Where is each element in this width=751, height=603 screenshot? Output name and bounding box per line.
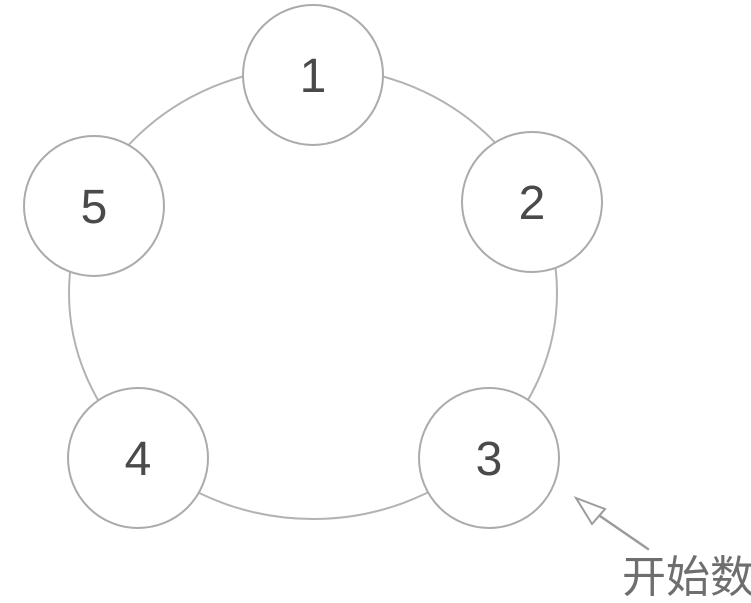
node-3-circle [418, 387, 560, 529]
arrow-shaft [598, 514, 650, 551]
node-5-circle [23, 135, 165, 277]
node-4: 4 [67, 387, 209, 529]
node-3: 3 [418, 387, 560, 529]
start-count-label: 开始数 [622, 552, 751, 603]
node-1-label: 1 [300, 50, 327, 103]
start-arrow [573, 496, 650, 551]
node-2: 2 [461, 131, 603, 273]
node-1: 1 [242, 4, 384, 146]
node-1-circle [242, 4, 384, 146]
node-2-label: 2 [519, 177, 546, 230]
node-3-label: 3 [476, 433, 503, 486]
node-2-circle [461, 131, 603, 273]
node-4-circle [67, 387, 209, 529]
node-5: 5 [23, 135, 165, 277]
node-5-label: 5 [81, 181, 108, 234]
node-4-label: 4 [125, 433, 152, 486]
arrow-head-icon [573, 496, 607, 526]
